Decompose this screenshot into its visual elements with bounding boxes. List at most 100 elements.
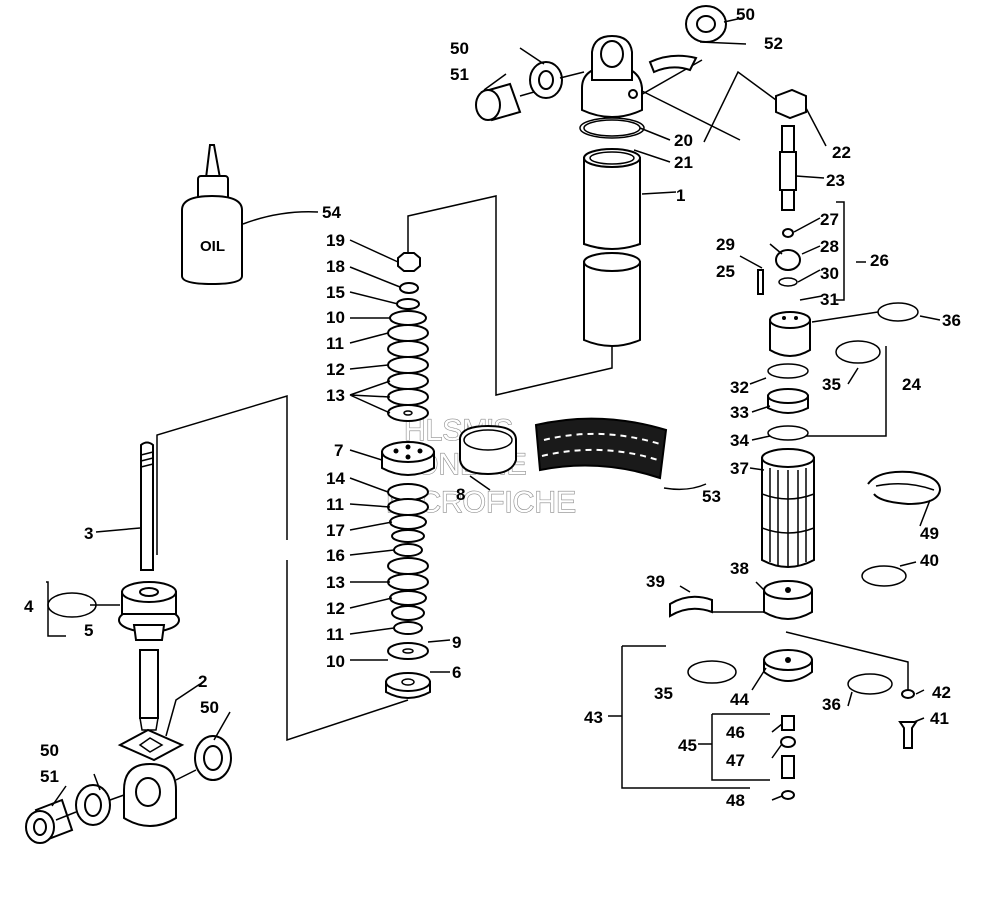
- fitting-22: [775, 88, 807, 120]
- callout-47: 47: [726, 751, 745, 770]
- piston-7: [381, 441, 435, 476]
- bushing-50-top-right: [685, 5, 727, 43]
- callout-46: 46: [726, 723, 745, 742]
- callout-11: 11: [326, 495, 344, 514]
- o-ring-5: [47, 592, 97, 618]
- callout-23: 23: [826, 171, 845, 190]
- callout-42: 42: [932, 683, 951, 702]
- callout-39: 39: [646, 572, 665, 591]
- bushing-50-lower-right: [194, 735, 232, 781]
- o-ring-32: [767, 363, 809, 379]
- o-ring-34: [767, 425, 809, 441]
- callout-12: 12: [326, 360, 345, 379]
- callout-24: 24: [902, 375, 921, 394]
- callout-4: 4: [24, 597, 34, 616]
- callout-36: 36: [822, 695, 841, 714]
- o-ring-30: [778, 277, 798, 287]
- callout-28: 28: [820, 237, 839, 256]
- callout-50: 50: [736, 5, 755, 24]
- callout-6: 6: [452, 663, 461, 682]
- callout-16: 16: [326, 546, 345, 565]
- callout-13: 13: [326, 573, 345, 592]
- callout-18: 18: [326, 257, 345, 276]
- callout-11: 11: [326, 625, 344, 644]
- callout-41: 41: [930, 709, 949, 728]
- o-ring-36-bottom: [847, 673, 893, 695]
- piston-38: [763, 580, 813, 620]
- valve-46: [781, 715, 795, 731]
- o-ring-20: [579, 117, 645, 139]
- shock-body-1: [583, 148, 641, 347]
- callout-51: 51: [450, 65, 469, 84]
- valve-23: [779, 125, 797, 211]
- screw-27: [782, 228, 794, 238]
- screw-41: [898, 721, 918, 749]
- cap-24: [769, 311, 811, 357]
- callout-19: 19: [326, 231, 345, 250]
- o-ring-35-top: [835, 340, 881, 364]
- callout-27: 27: [820, 210, 839, 229]
- end-cap-44: [763, 649, 813, 682]
- bushing-50-lower-left: [75, 784, 111, 826]
- callout-21: 21: [674, 153, 693, 172]
- callout-5: 5: [84, 621, 93, 640]
- washer-42: [901, 689, 915, 699]
- callout-7: 7: [334, 441, 343, 460]
- callout-11: 11: [326, 334, 344, 353]
- callout-1: 1: [676, 186, 685, 205]
- callout-10: 10: [326, 308, 345, 327]
- callout-54: 54: [322, 203, 341, 222]
- eyelet-plate: [117, 728, 185, 762]
- pin-25: [757, 269, 764, 295]
- callout-32: 32: [730, 378, 749, 397]
- callout-3: 3: [84, 524, 93, 543]
- callout-45: 45: [678, 736, 697, 755]
- callout-17: 17: [326, 521, 345, 540]
- shaft-assembly: [47, 441, 185, 827]
- piston-shaft: [140, 441, 154, 571]
- plug-28: [775, 249, 801, 271]
- callout-33: 33: [730, 403, 749, 422]
- callout-44: 44: [730, 690, 749, 709]
- screw-48: [781, 790, 795, 800]
- oil-bottle: OIL: [181, 144, 243, 286]
- callout-10: 10: [326, 652, 345, 671]
- upper-eyelet: [581, 34, 643, 118]
- callout-31: 31: [820, 290, 839, 309]
- callout-8: 8: [456, 485, 465, 504]
- piston-ring-8: [459, 424, 517, 476]
- o-ring-35-bottom: [687, 660, 737, 684]
- callout-36: 36: [942, 311, 961, 330]
- callout-22: 22: [832, 143, 851, 162]
- clamp-49: [867, 470, 942, 506]
- callout-38: 38: [730, 559, 749, 578]
- bottle-nozzle: [204, 144, 222, 179]
- lower-shaft: [139, 649, 159, 719]
- callout-29: 29: [716, 235, 735, 254]
- callout-48: 48: [726, 791, 745, 810]
- spacer-6: [385, 672, 431, 692]
- callout-34: 34: [730, 431, 749, 450]
- ring-39: [669, 595, 713, 618]
- sleeve-51-lower: [25, 798, 74, 844]
- washer-47: [780, 736, 796, 748]
- callout-35: 35: [654, 684, 673, 703]
- callout-37: 37: [730, 459, 749, 478]
- callout-15: 15: [326, 283, 345, 302]
- valve-stack-lower: [385, 483, 431, 699]
- bearing-33: [767, 388, 809, 414]
- bottle-body: [181, 194, 243, 286]
- callout-2: 2: [198, 672, 207, 691]
- bolt-45: [781, 755, 795, 779]
- callout-14: 14: [326, 469, 345, 488]
- callout-53: 53: [702, 487, 721, 506]
- callout-25: 25: [716, 262, 735, 281]
- band-53: [534, 417, 668, 480]
- callout-35: 35: [822, 375, 841, 394]
- callout-26: 26: [870, 251, 889, 270]
- callout-50: 50: [200, 698, 219, 717]
- callout-43: 43: [584, 708, 603, 727]
- sleeve-51-top: [475, 82, 522, 122]
- callout-9: 9: [452, 633, 461, 652]
